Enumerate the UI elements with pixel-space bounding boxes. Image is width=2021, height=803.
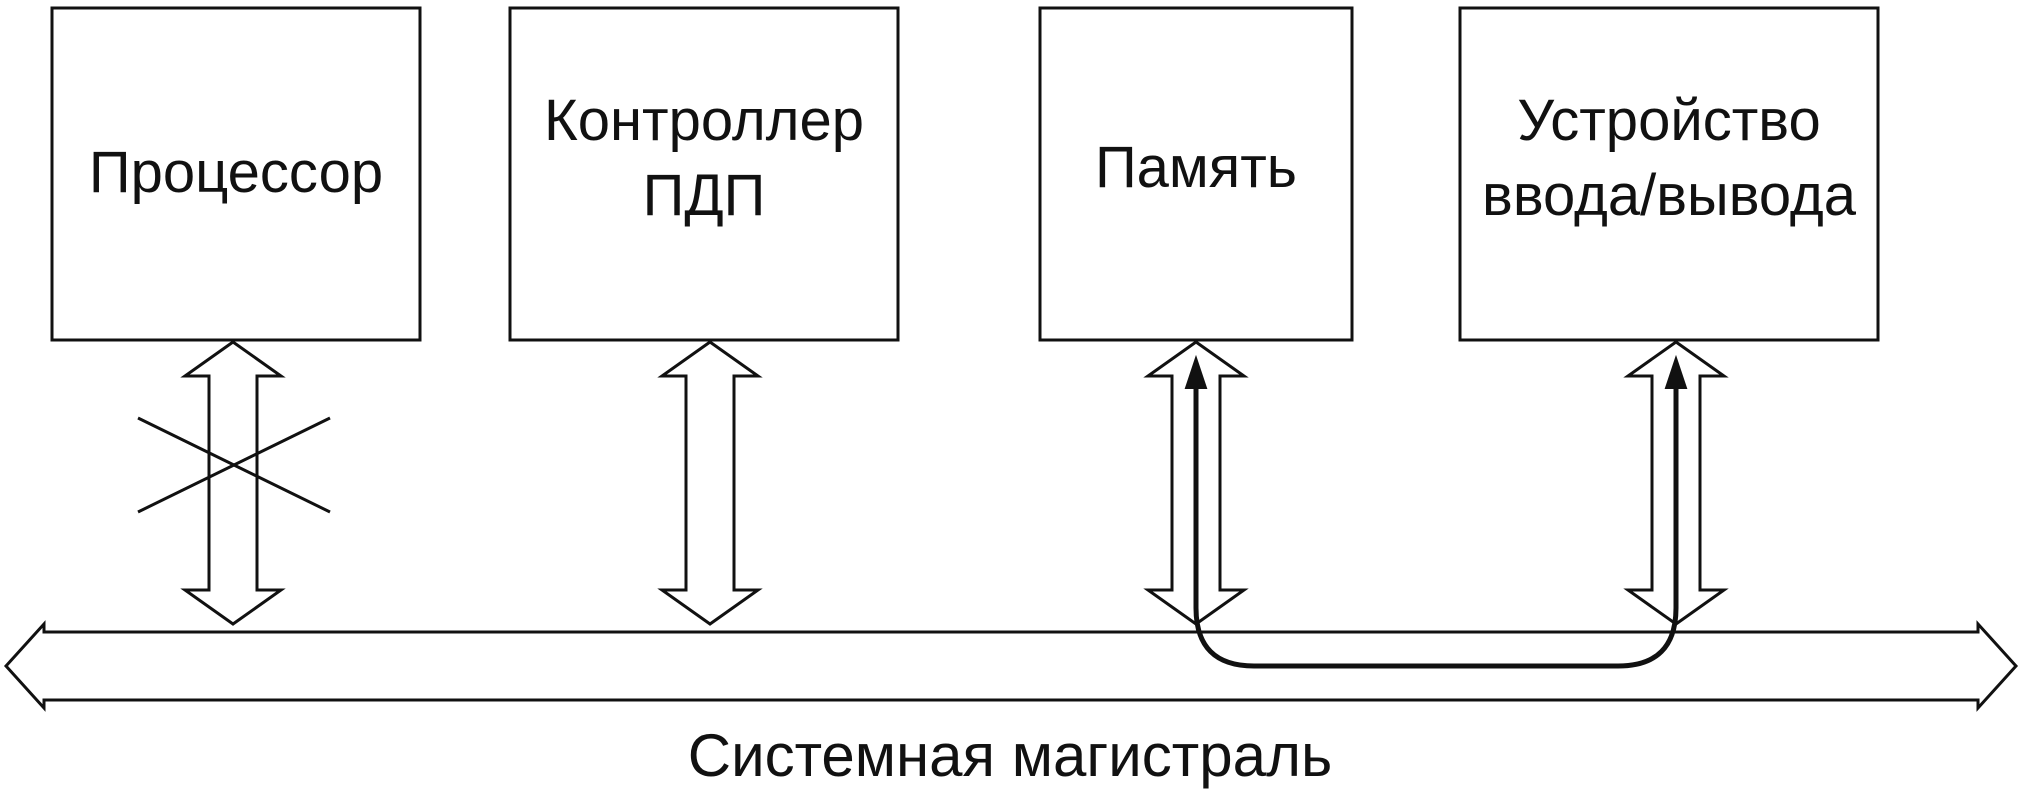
processor-box bbox=[50, 6, 422, 342]
memory-label: Память bbox=[1095, 135, 1297, 200]
io-device-label-line2: ввода/вывода bbox=[1482, 163, 1857, 228]
dma-controller-label-line1: Контроллер bbox=[544, 88, 864, 153]
io-device-label-line1: Устройство bbox=[1517, 88, 1820, 153]
system-bus-arrow bbox=[3, 620, 2019, 712]
dma-controller-bus-arrow bbox=[657, 340, 763, 626]
io-device-block: Устройство ввода/вывода bbox=[1458, 6, 1880, 342]
dma-controller-box bbox=[508, 6, 900, 342]
memory-box bbox=[1038, 6, 1354, 342]
cross-line-2 bbox=[137, 416, 331, 514]
processor-block: Процессор bbox=[50, 6, 422, 342]
memory-block: Память bbox=[1038, 6, 1354, 342]
processor-disconnected-cross bbox=[137, 416, 331, 514]
dma-controller-label-line2: ПДП bbox=[643, 163, 766, 228]
memory-transfer-arrowhead bbox=[1184, 354, 1208, 389]
processor-label: Процессор bbox=[89, 140, 383, 205]
processor-bus-arrow bbox=[180, 340, 286, 626]
system-bus-label: Системная магистраль bbox=[688, 722, 1332, 789]
io-device-box bbox=[1458, 6, 1880, 342]
dma-controller-block: Контроллер ПДП bbox=[508, 6, 900, 342]
io-transfer-arrowhead bbox=[1664, 354, 1688, 389]
io-to-memory-transfer-path bbox=[1193, 373, 1679, 669]
